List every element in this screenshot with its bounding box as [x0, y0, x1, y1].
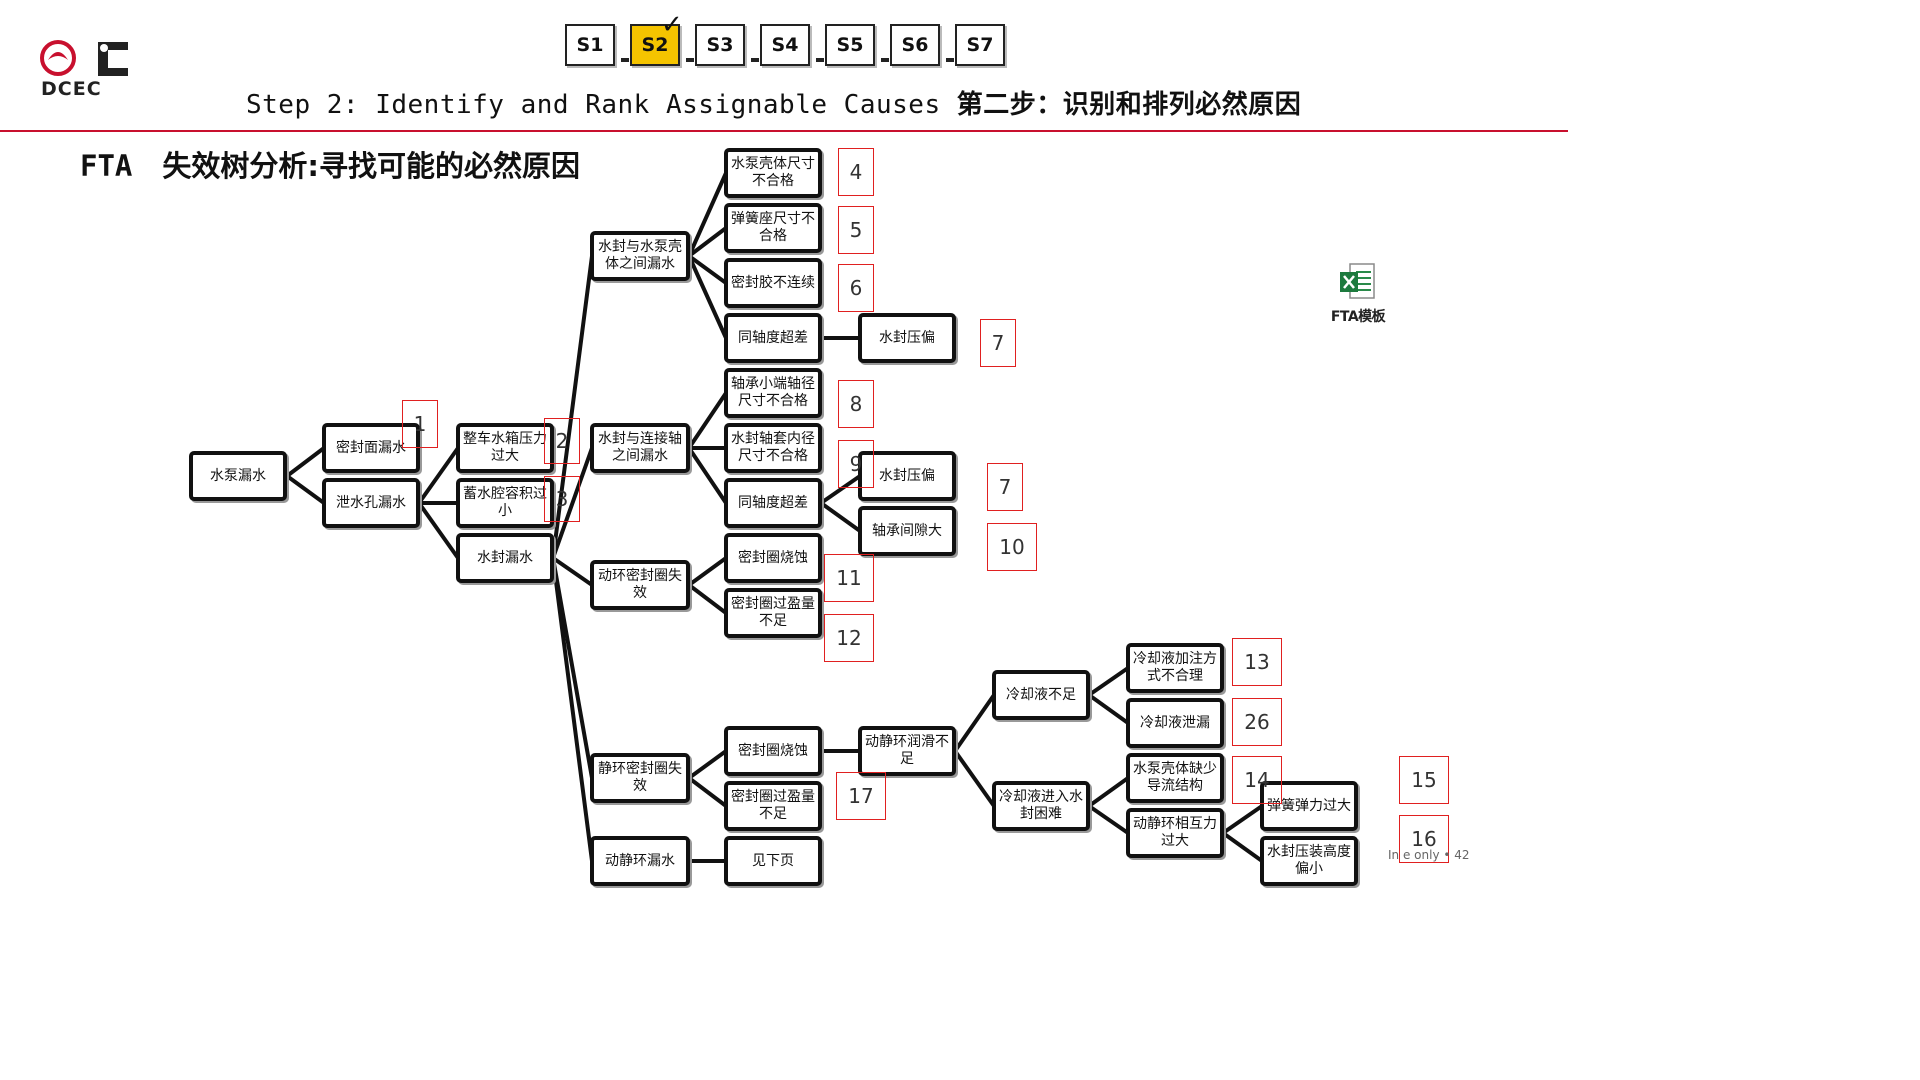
fault-node: 蓄水腔容积过小 [456, 478, 554, 528]
section-title: FTA 失效树分析:寻找可能的必然原因 [80, 143, 580, 185]
page-number: 42 [1454, 848, 1470, 862]
fault-node: 同轴度超差 [724, 478, 822, 528]
section-label: FTA [80, 149, 133, 183]
step-connector [946, 58, 954, 62]
fault-node: 弹簧座尺寸不合格 [724, 203, 822, 253]
step-title-zh: 第二步：识别和排列必然原因 [956, 90, 1302, 120]
step-connector [621, 58, 629, 62]
fault-node: 动环密封圈失效 [590, 560, 690, 610]
tree-connectors [285, 171, 1264, 863]
rank-badge: 2 [544, 418, 580, 464]
rank-badge: 16 [1399, 815, 1449, 863]
logo-text: DCEC [41, 78, 102, 100]
fault-node: 水封与连接轴之间漏水 [590, 423, 690, 473]
rank-badge: 9 [838, 440, 874, 488]
rank-badge: 1 [402, 400, 438, 448]
fault-node: 密封圈烧蚀 [724, 533, 822, 583]
rank-badge: 3 [544, 476, 580, 522]
step-connector [881, 58, 889, 62]
rank-badge: 17 [836, 772, 886, 820]
fault-node: 水封压偏 [858, 313, 956, 363]
fault-node: 泄水孔漏水 [322, 478, 420, 528]
rank-badge: 8 [838, 380, 874, 428]
rank-badge: 6 [838, 264, 874, 312]
step-s2[interactable]: S2 [630, 24, 680, 66]
fault-node: 动静环漏水 [590, 836, 690, 886]
step-title: Step 2: Identify and Rank Assignable Cau… [246, 84, 1301, 121]
step-title-en: Step 2: Identify and Rank Assignable Cau… [246, 90, 957, 120]
fault-node: 水泵壳体尺寸不合格 [724, 148, 822, 198]
rank-badge: 15 [1399, 756, 1449, 804]
rank-badge: 10 [987, 523, 1037, 571]
step-s6[interactable]: S6 [890, 24, 940, 66]
fault-node: 密封圈过盈量不足 [724, 588, 822, 638]
fault-node: 水封压装高度偏小 [1260, 836, 1358, 886]
rank-badge: 12 [824, 614, 874, 662]
step-s5[interactable]: S5 [825, 24, 875, 66]
fault-node: 水封轴套内径尺寸不合格 [724, 423, 822, 473]
step-connector [751, 58, 759, 62]
check-mark-icon: ✓ [661, 10, 683, 40]
rank-badge: 26 [1232, 698, 1282, 746]
fault-node-root: 水泵漏水 [189, 451, 287, 501]
step-s3[interactable]: S3 [695, 24, 745, 66]
rank-badge: 7 [987, 463, 1023, 511]
fault-node: 动静环相互力过大 [1126, 808, 1224, 858]
rank-badge: 7 [980, 319, 1016, 367]
step-s4[interactable]: S4 [760, 24, 810, 66]
fault-node: 静环密封圈失效 [590, 753, 690, 803]
fault-node: 冷却液泄漏 [1126, 698, 1224, 748]
fault-node: 水封压偏 [858, 451, 956, 501]
dcec-logo-icon [40, 40, 128, 76]
rank-badge: 11 [824, 554, 874, 602]
rank-badge: 14 [1232, 756, 1282, 804]
fault-node: 密封面漏水 [322, 423, 420, 473]
fault-node: 冷却液不足 [992, 670, 1090, 720]
step-s7[interactable]: S7 [955, 24, 1005, 66]
rank-badge: 5 [838, 206, 874, 254]
excel-icon [1340, 263, 1375, 299]
step-connector [816, 58, 824, 62]
step-connector [686, 58, 694, 62]
fault-node: 水泵壳体缺少导流结构 [1126, 753, 1224, 803]
fault-node: 弹簧弹力过大 [1260, 781, 1358, 831]
section-heading: 失效树分析:寻找可能的必然原因 [162, 149, 580, 183]
fault-node: 见下页 [724, 836, 822, 886]
fault-node: 水封漏水 [456, 533, 554, 583]
rank-badge: 13 [1232, 638, 1282, 686]
header-divider [0, 130, 1568, 132]
fault-node: 轴承间隙大 [858, 506, 956, 556]
fault-node: 冷却液进入水封困难 [992, 781, 1090, 831]
fault-node: 密封胶不连续 [724, 258, 822, 308]
footer-text: In e only [1388, 848, 1440, 862]
page-footer: In e only • 42 [1388, 848, 1470, 862]
attachment-label: FTA模板 [1330, 309, 1386, 325]
fault-node: 水封与水泵壳体之间漏水 [590, 231, 690, 281]
fault-node: 整车水箱压力过大 [456, 423, 554, 473]
fault-node: 同轴度超差 [724, 313, 822, 363]
fault-node: 冷却液加注方式不合理 [1126, 643, 1224, 693]
fta-template-attachment[interactable]: FTA模板 [1326, 262, 1390, 326]
fault-node: 密封圈过盈量不足 [724, 781, 822, 831]
step-s1[interactable]: S1 [565, 24, 615, 66]
fault-node: 轴承小端轴径尺寸不合格 [724, 368, 822, 418]
fault-node: 动静环润滑不足 [858, 726, 956, 776]
rank-badge: 4 [838, 148, 874, 196]
fault-node: 密封圈烧蚀 [724, 726, 822, 776]
footer-bullet: • [1443, 848, 1455, 862]
